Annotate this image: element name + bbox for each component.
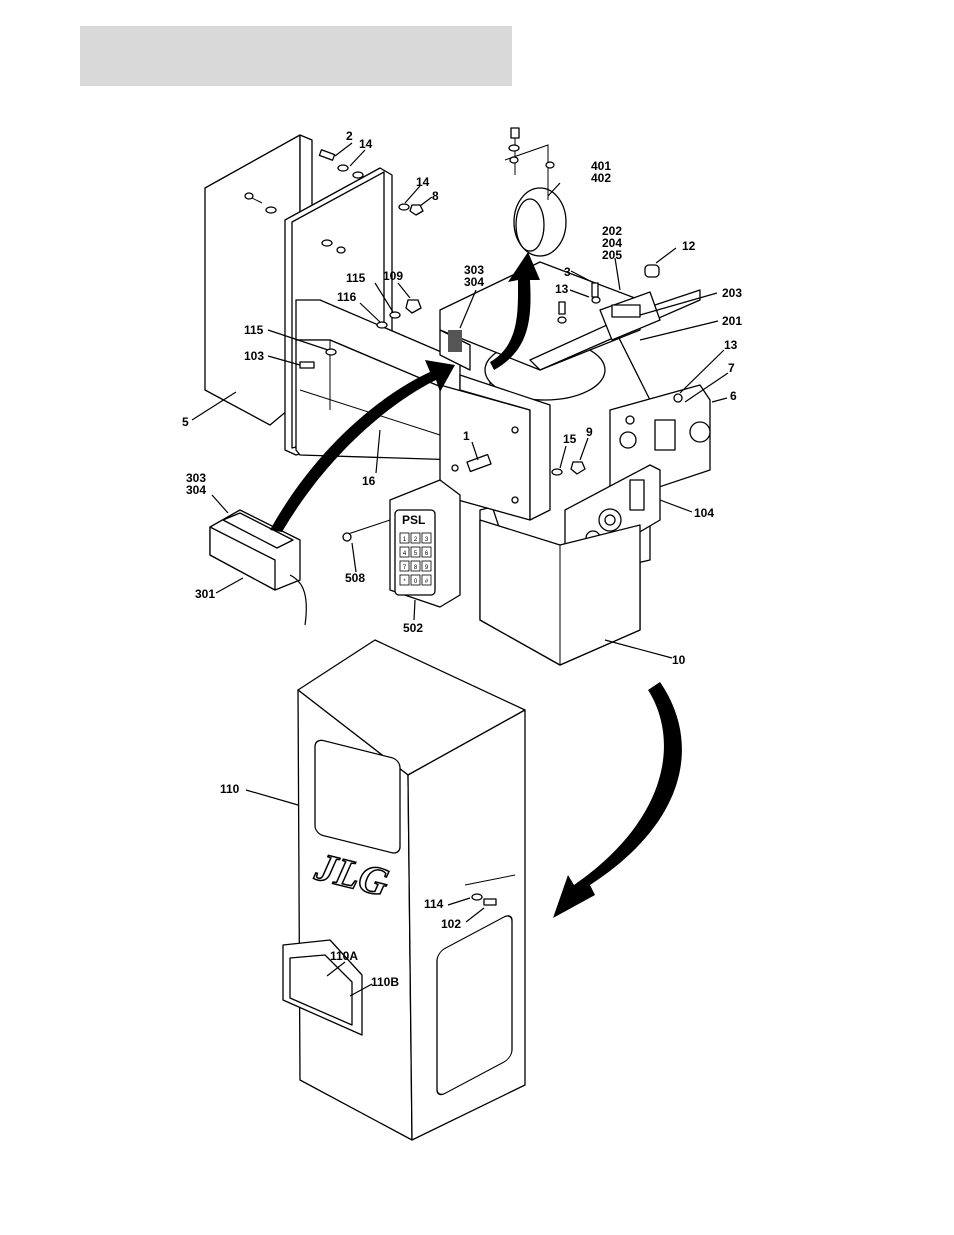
strobe-light (210, 510, 306, 625)
callout-3: 3 (564, 265, 571, 279)
callout-402: 402 (591, 171, 611, 185)
callout-203: 203 (722, 286, 742, 300)
callout-110b: 110B (371, 975, 399, 989)
callout-109: 109 (383, 269, 403, 283)
callout-110: 110 (220, 782, 240, 796)
callout-1: 1 (463, 429, 470, 443)
callout-5: 5 (182, 415, 189, 429)
callout-115-upper: 115 (346, 271, 366, 285)
callout-304-lower: 304 (186, 483, 206, 497)
callout-110a: 110A (330, 949, 358, 963)
horn-beacon (505, 128, 566, 256)
callout-301: 301 (195, 587, 215, 601)
callout-6: 6 (730, 389, 737, 403)
callout-8: 8 (432, 189, 439, 203)
callout-205: 205 (602, 248, 622, 262)
callout-508: 508 (345, 571, 365, 585)
callout-14-right: 14 (416, 175, 430, 189)
cabinet-enclosure: JLG (283, 640, 525, 1140)
callout-13-lower: 13 (724, 338, 738, 352)
callout-304-upper: 304 (464, 275, 484, 289)
callout-16: 16 (362, 474, 376, 488)
callout-12: 12 (682, 239, 696, 253)
callout-102: 102 (441, 917, 461, 931)
callout-2: 2 (346, 129, 353, 143)
callout-104: 104 (694, 506, 714, 520)
callout-201: 201 (722, 314, 742, 328)
callout-15: 15 (563, 432, 577, 446)
callout-103: 103 (244, 349, 264, 363)
callout-7: 7 (728, 361, 735, 375)
callout-10: 10 (672, 653, 686, 667)
callout-114: 114 (424, 897, 444, 911)
arrow-down-to-cabinet (553, 682, 682, 918)
callout-13-upper: 13 (555, 282, 569, 296)
callout-14-top: 14 (359, 137, 373, 151)
callout-502: 502 (403, 621, 423, 635)
keypad-brand-text: PSL (402, 513, 425, 527)
callout-9: 9 (586, 425, 593, 439)
callout-115-lower: 115 (244, 323, 264, 337)
callout-116: 116 (337, 290, 357, 304)
vent-grille (448, 330, 462, 352)
